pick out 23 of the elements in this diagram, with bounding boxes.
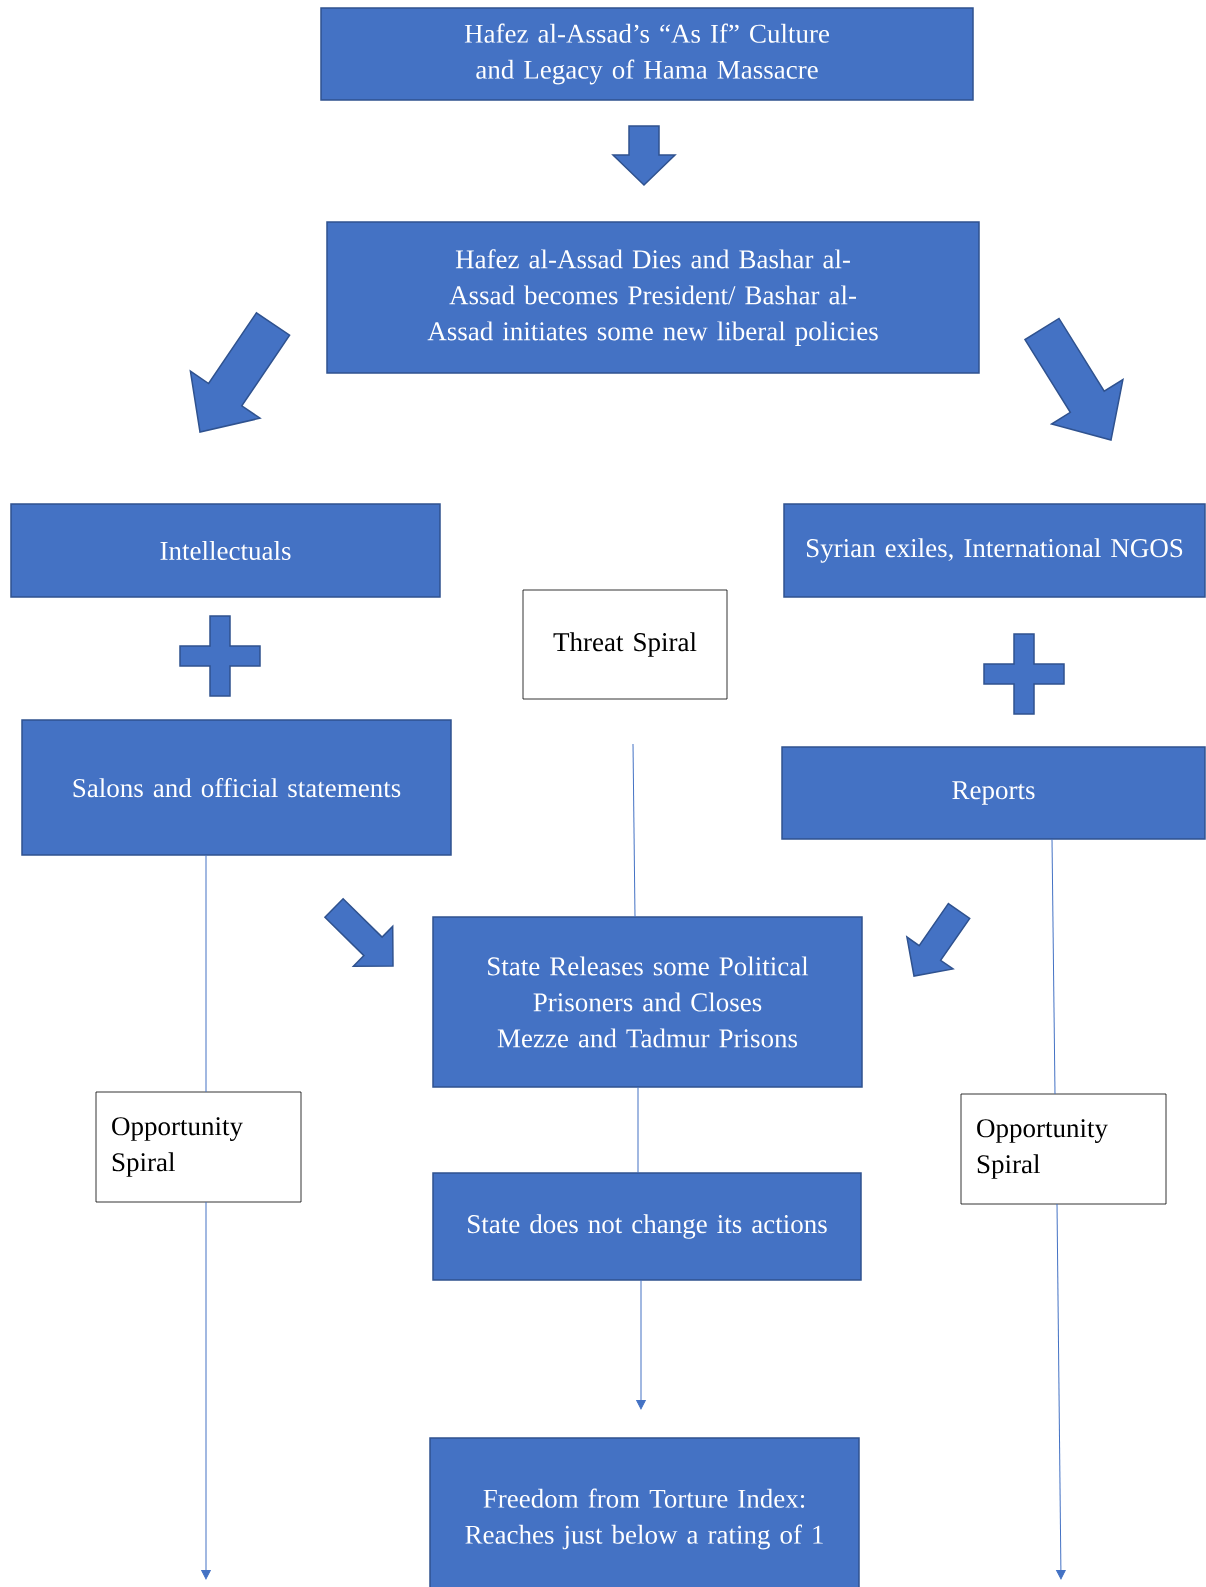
label-box: Opportunity Spiral — [95, 1091, 302, 1203]
connector-line — [632, 743, 636, 918]
connector-line — [637, 1086, 639, 1174]
process-box: Intellectuals — [10, 503, 441, 598]
process-box: State Releases some Political Prisoners and Closes Mezze and Tadmur Prisons — [432, 916, 863, 1088]
connector-line — [205, 854, 207, 1093]
plus-sign — [179, 615, 261, 697]
process-box: Hafez al-Assad’s “As If” Culture and Legacy of Hama Massacre — [320, 7, 974, 101]
label-box: Threat Spiral — [522, 589, 728, 700]
process-box: Reports — [781, 746, 1206, 840]
block-arrow — [905, 902, 971, 977]
process-box: Salons and official statements — [21, 719, 452, 856]
process-box: Freedom from Torture Index: Reaches just below a rating of 1 — [429, 1437, 860, 1587]
plus-sign — [983, 633, 1065, 715]
block-arrow — [611, 125, 677, 187]
arrow — [1056, 1203, 1066, 1580]
label-box: Opportunity Spiral — [960, 1093, 1167, 1205]
process-box: Syrian exiles, International NGOS — [783, 503, 1206, 598]
process-box: State does not change its actions — [432, 1172, 862, 1281]
arrow — [201, 1201, 211, 1580]
process-box: Hafez al-Assad Dies and Bashar al-Assad becomes President/ Bashar al-Assad initiates some new liberal policies — [326, 221, 980, 374]
arrow — [636, 1279, 646, 1410]
connector-line — [1051, 838, 1056, 1095]
